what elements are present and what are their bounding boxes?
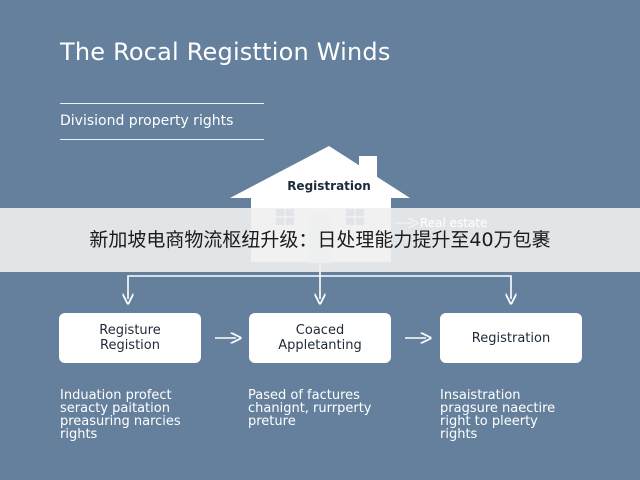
description-2-line: Pased of factures <box>248 388 360 403</box>
connector-left <box>128 275 320 299</box>
description-2-line: preture <box>248 414 296 429</box>
step-box-3: Registration <box>440 313 582 363</box>
description-3-line: rights <box>440 427 478 442</box>
step-box-2: Coaced Appletanting <box>249 313 391 363</box>
step-box-2-line-2: Appletanting <box>278 338 362 353</box>
description-1: Induation profect seracty paitation prea… <box>60 389 230 441</box>
description-1-line: preasuring narcies <box>60 414 181 429</box>
description-3-line: Insaistration <box>440 388 521 403</box>
subtitle: Divisiond property rights <box>60 113 234 129</box>
step-box-2-line-1: Coaced <box>295 323 345 338</box>
step-box-1: Registure Registion <box>59 313 201 363</box>
description-1-line: Induation profect <box>60 388 172 403</box>
banner-text: 新加坡电商物流枢纽升级：日处理能力提升至40万包裹 <box>89 229 551 251</box>
real-estate-label: Real estate <box>420 216 488 230</box>
description-1-line: seracty paitation <box>60 401 170 416</box>
description-1-line: rights <box>60 427 98 442</box>
description-3: Insaistration pragsure naectire right to… <box>440 389 610 441</box>
subtitle-rule-bottom <box>60 139 264 140</box>
page-title: The Rocal Registtion Winds <box>60 38 391 66</box>
step-box-1-line-1: Registure <box>99 323 161 338</box>
description-2-line: chanignt, rurrperty <box>248 401 372 416</box>
connector-right <box>320 275 511 299</box>
house-label: Registration <box>287 179 371 193</box>
step-box-3-line-1: Registration <box>471 330 551 346</box>
description-3-line: right to pleerty <box>440 414 538 429</box>
banner: 新加坡电商物流枢纽升级：日处理能力提升至40万包裹 <box>0 208 640 272</box>
subtitle-rule-top <box>60 103 264 104</box>
description-2: Pased of factures chanignt, rurrperty pr… <box>248 389 418 428</box>
house-roof <box>230 146 410 198</box>
step-box-1-line-2: Registion <box>100 338 160 353</box>
description-3-line: pragsure naectire <box>440 401 556 416</box>
